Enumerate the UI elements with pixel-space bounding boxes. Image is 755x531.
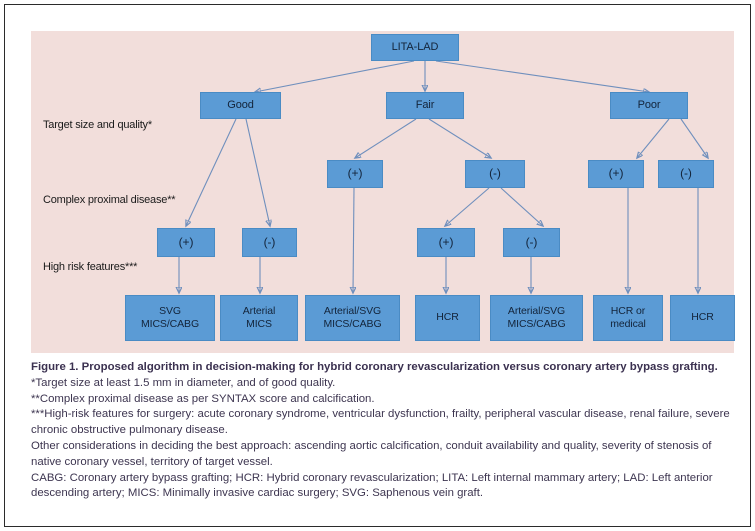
outcome-line1: HCR: [436, 311, 459, 324]
node-good-plus[interactable]: (+): [157, 228, 215, 257]
outcome-line1: HCR: [691, 311, 714, 324]
node-fair-plus[interactable]: (+): [327, 160, 383, 188]
outcome-line1: Arterial: [242, 304, 276, 317]
caption-title: Figure 1. Proposed algorithm in decision…: [31, 361, 718, 373]
node-good-plus-label: (+): [178, 234, 194, 249]
node-outcome-arterial-svg-mics-cabg-1[interactable]: Arterial/SVG MICS/CABG: [305, 295, 400, 341]
node-outcome-arterial-mics[interactable]: Arterial MICS: [220, 295, 298, 341]
outcome-line1: Arterial/SVG: [323, 304, 382, 317]
node-good[interactable]: Good: [200, 92, 281, 119]
outcome-line1: Arterial/SVG: [507, 304, 566, 317]
node-poor-plus[interactable]: (+): [588, 160, 644, 188]
node-outcome-svg-mics-cabg[interactable]: SVG MICS/CABG: [125, 295, 215, 341]
node-good-minus-label: (-): [263, 234, 276, 249]
node-fair[interactable]: Fair: [386, 92, 464, 119]
node-fairminus-minus[interactable]: (-): [503, 228, 560, 257]
outcome-line2: MICS/CABG: [323, 318, 382, 330]
figure-frame: Target size and quality* Complex proxima…: [4, 4, 751, 527]
node-poor-label: Poor: [637, 99, 661, 112]
node-fair-minus[interactable]: (-): [465, 160, 525, 188]
node-lita-lad[interactable]: LITA-LAD: [371, 34, 459, 61]
node-poor[interactable]: Poor: [610, 92, 688, 119]
node-fair-plus-label: (+): [347, 166, 363, 181]
node-good-minus[interactable]: (-): [242, 228, 297, 257]
figure-caption: Figure 1. Proposed algorithm in decision…: [31, 360, 738, 502]
node-fairminus-plus[interactable]: (+): [417, 228, 475, 257]
outcome-line2: medical: [610, 318, 646, 330]
node-fair-minus-label: (-): [489, 166, 501, 181]
outcome-line1: SVG: [159, 304, 181, 317]
row-label-high-risk-features: High risk features***: [43, 261, 138, 273]
caption-abbreviations: CABG: Coronary artery bypass grafting; H…: [31, 471, 713, 500]
node-good-label: Good: [227, 99, 254, 112]
node-fairminus-plus-label: (+): [438, 234, 454, 249]
row-label-complex-proximal-disease: Complex proximal disease**: [43, 194, 176, 206]
outcome-line2: MICS: [246, 318, 272, 330]
caption-note-3: ***High-risk features for surgery: acute…: [31, 408, 730, 437]
flowchart-panel: Target size and quality* Complex proxima…: [31, 31, 735, 353]
node-outcome-hcr-2[interactable]: HCR: [670, 295, 735, 341]
node-fairminus-minus-label: (-): [525, 234, 538, 249]
outcome-line2: MICS/CABG: [507, 318, 566, 330]
node-poor-plus-label: (+): [608, 166, 624, 181]
outcome-line1: HCR or: [610, 304, 646, 317]
node-outcome-hcr-1[interactable]: HCR: [415, 295, 480, 341]
node-fair-label: Fair: [415, 99, 435, 112]
caption-note-2: **Complex proximal disease as per SYNTAX…: [31, 392, 375, 405]
caption-note-4: Other considerations in deciding the bes…: [31, 439, 712, 468]
node-lita-lad-label: LITA-LAD: [391, 41, 439, 54]
caption-note-1: *Target size at least 1.5 mm in diameter…: [31, 376, 336, 389]
node-poor-minus[interactable]: (-): [658, 160, 714, 188]
outcome-line2: MICS/CABG: [140, 318, 200, 330]
node-outcome-hcr-or-medical[interactable]: HCR or medical: [593, 295, 663, 341]
row-label-target-size-and-quality: Target size and quality*: [43, 119, 152, 131]
node-outcome-arterial-svg-mics-cabg-2[interactable]: Arterial/SVG MICS/CABG: [490, 295, 583, 341]
node-poor-minus-label: (-): [680, 166, 692, 181]
